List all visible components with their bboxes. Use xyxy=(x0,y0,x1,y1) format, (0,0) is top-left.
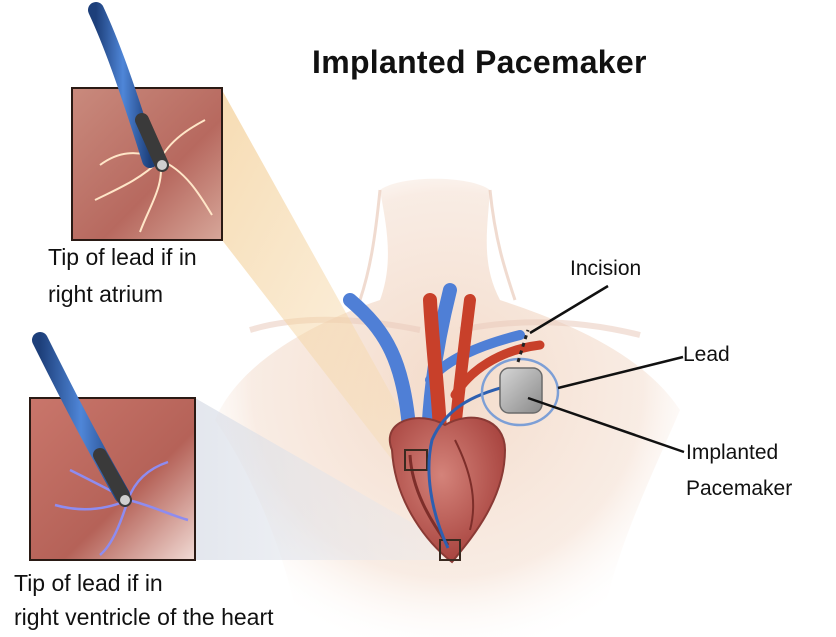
incision-label: Incision xyxy=(570,257,641,281)
pacemaker-label-line1: Implanted xyxy=(686,441,778,465)
atrium-inset xyxy=(72,10,222,240)
atrium-caption-line1: Tip of lead if in xyxy=(48,244,197,271)
ventricle-inset xyxy=(30,340,195,560)
pacemaker-label-line2: Pacemaker xyxy=(686,477,792,501)
atrium-caption-line2: right atrium xyxy=(48,281,163,308)
ventricle-caption-line2: right ventricle of the heart xyxy=(14,604,274,631)
diagram-title: Implanted Pacemaker xyxy=(312,44,647,81)
lead-label: Lead xyxy=(683,343,730,367)
ventricle-caption-line1: Tip of lead if in xyxy=(14,570,163,597)
